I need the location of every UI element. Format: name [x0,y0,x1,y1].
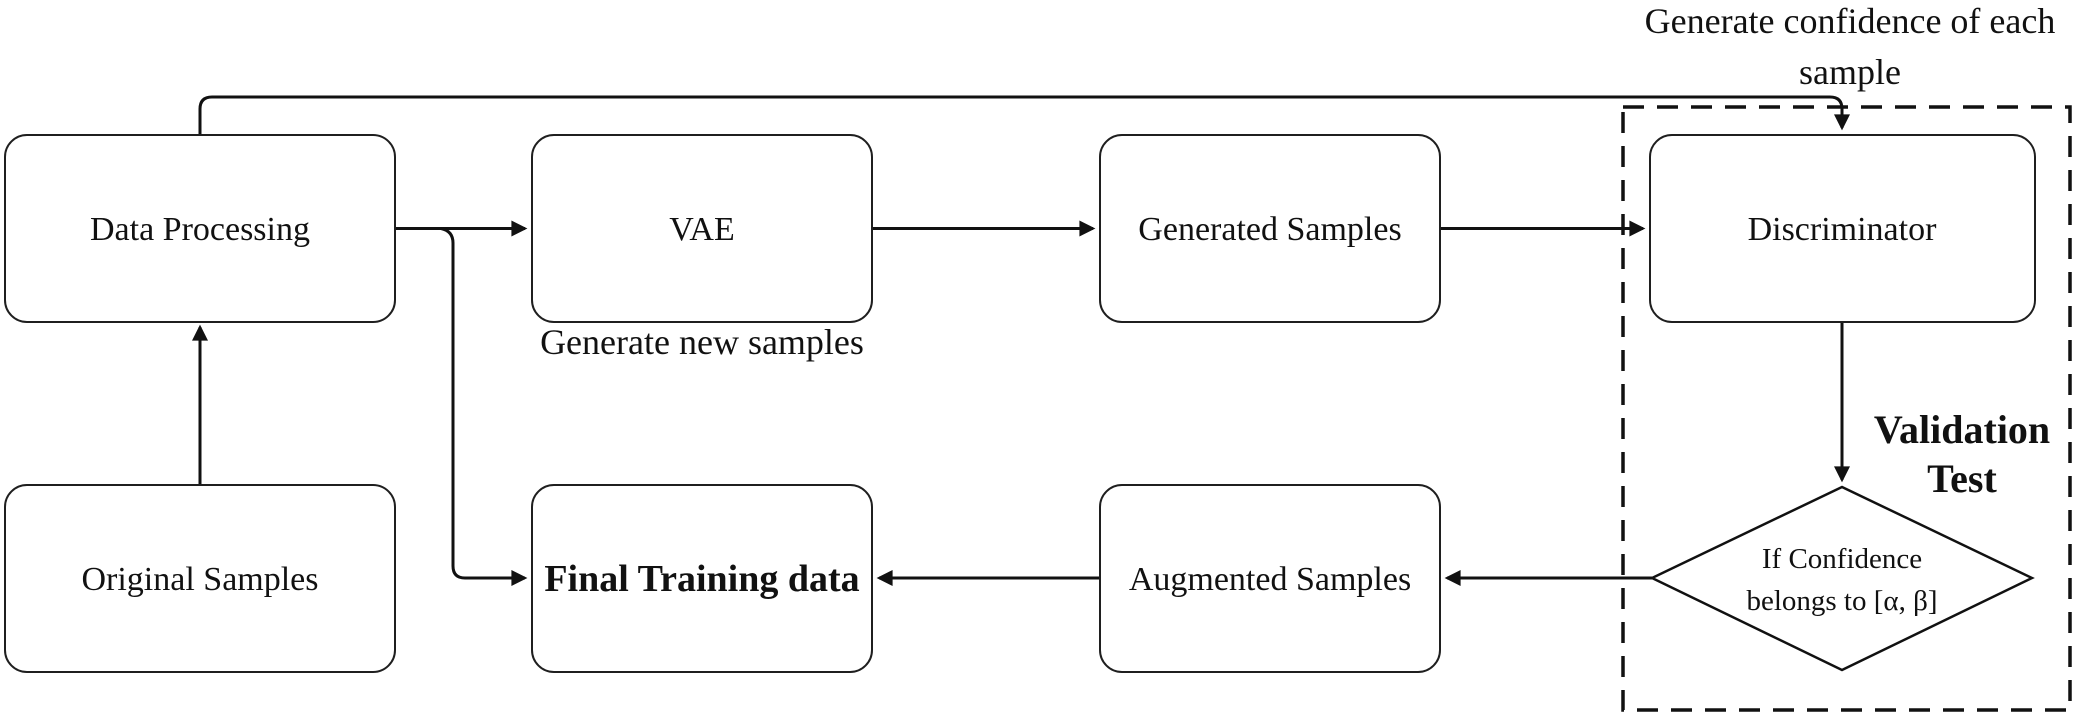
node-original-samples-label: Original Samples [81,561,318,598]
node-discriminator [1649,134,2036,323]
node-vae-label: VAE [669,211,735,248]
validation-test-dashed-frame [1621,105,2072,712]
node-data-processing [4,134,396,323]
node-augmented-samples [1099,484,1441,673]
edge-data-processing-to-discriminator [198,95,1850,135]
annotation-generate-confidence-line1: Generate confidence of each [1645,1,2056,41]
edge-data-processing-to-final-training [440,227,528,586]
node-final-training-data-label: Final Training data [544,558,859,600]
node-augmented-samples-label: Augmented Samples [1129,561,1411,598]
annotation-validation-test-line1: Validation [1874,407,2050,452]
node-discriminator-label: Discriminator [1748,211,1938,248]
node-generated-samples [1099,134,1441,323]
node-original-samples [4,484,396,673]
annotation-validation-test-line2: Test [1927,456,1997,501]
annotation-generate-confidence-line2: sample [1799,52,1901,92]
node-final-training-data [531,484,873,673]
node-confidence-decision-diamond [1649,485,2035,672]
node-data-processing-label: Data Processing [90,211,310,248]
confidence-decision-line1: If Confidence [1762,543,1922,575]
node-generated-samples-label: Generated Samples [1138,211,1401,248]
confidence-decision-line2: belongs to [α, β] [1746,585,1937,617]
annotation-generate-new-samples: Generate new samples [540,322,864,362]
node-vae [531,134,873,323]
